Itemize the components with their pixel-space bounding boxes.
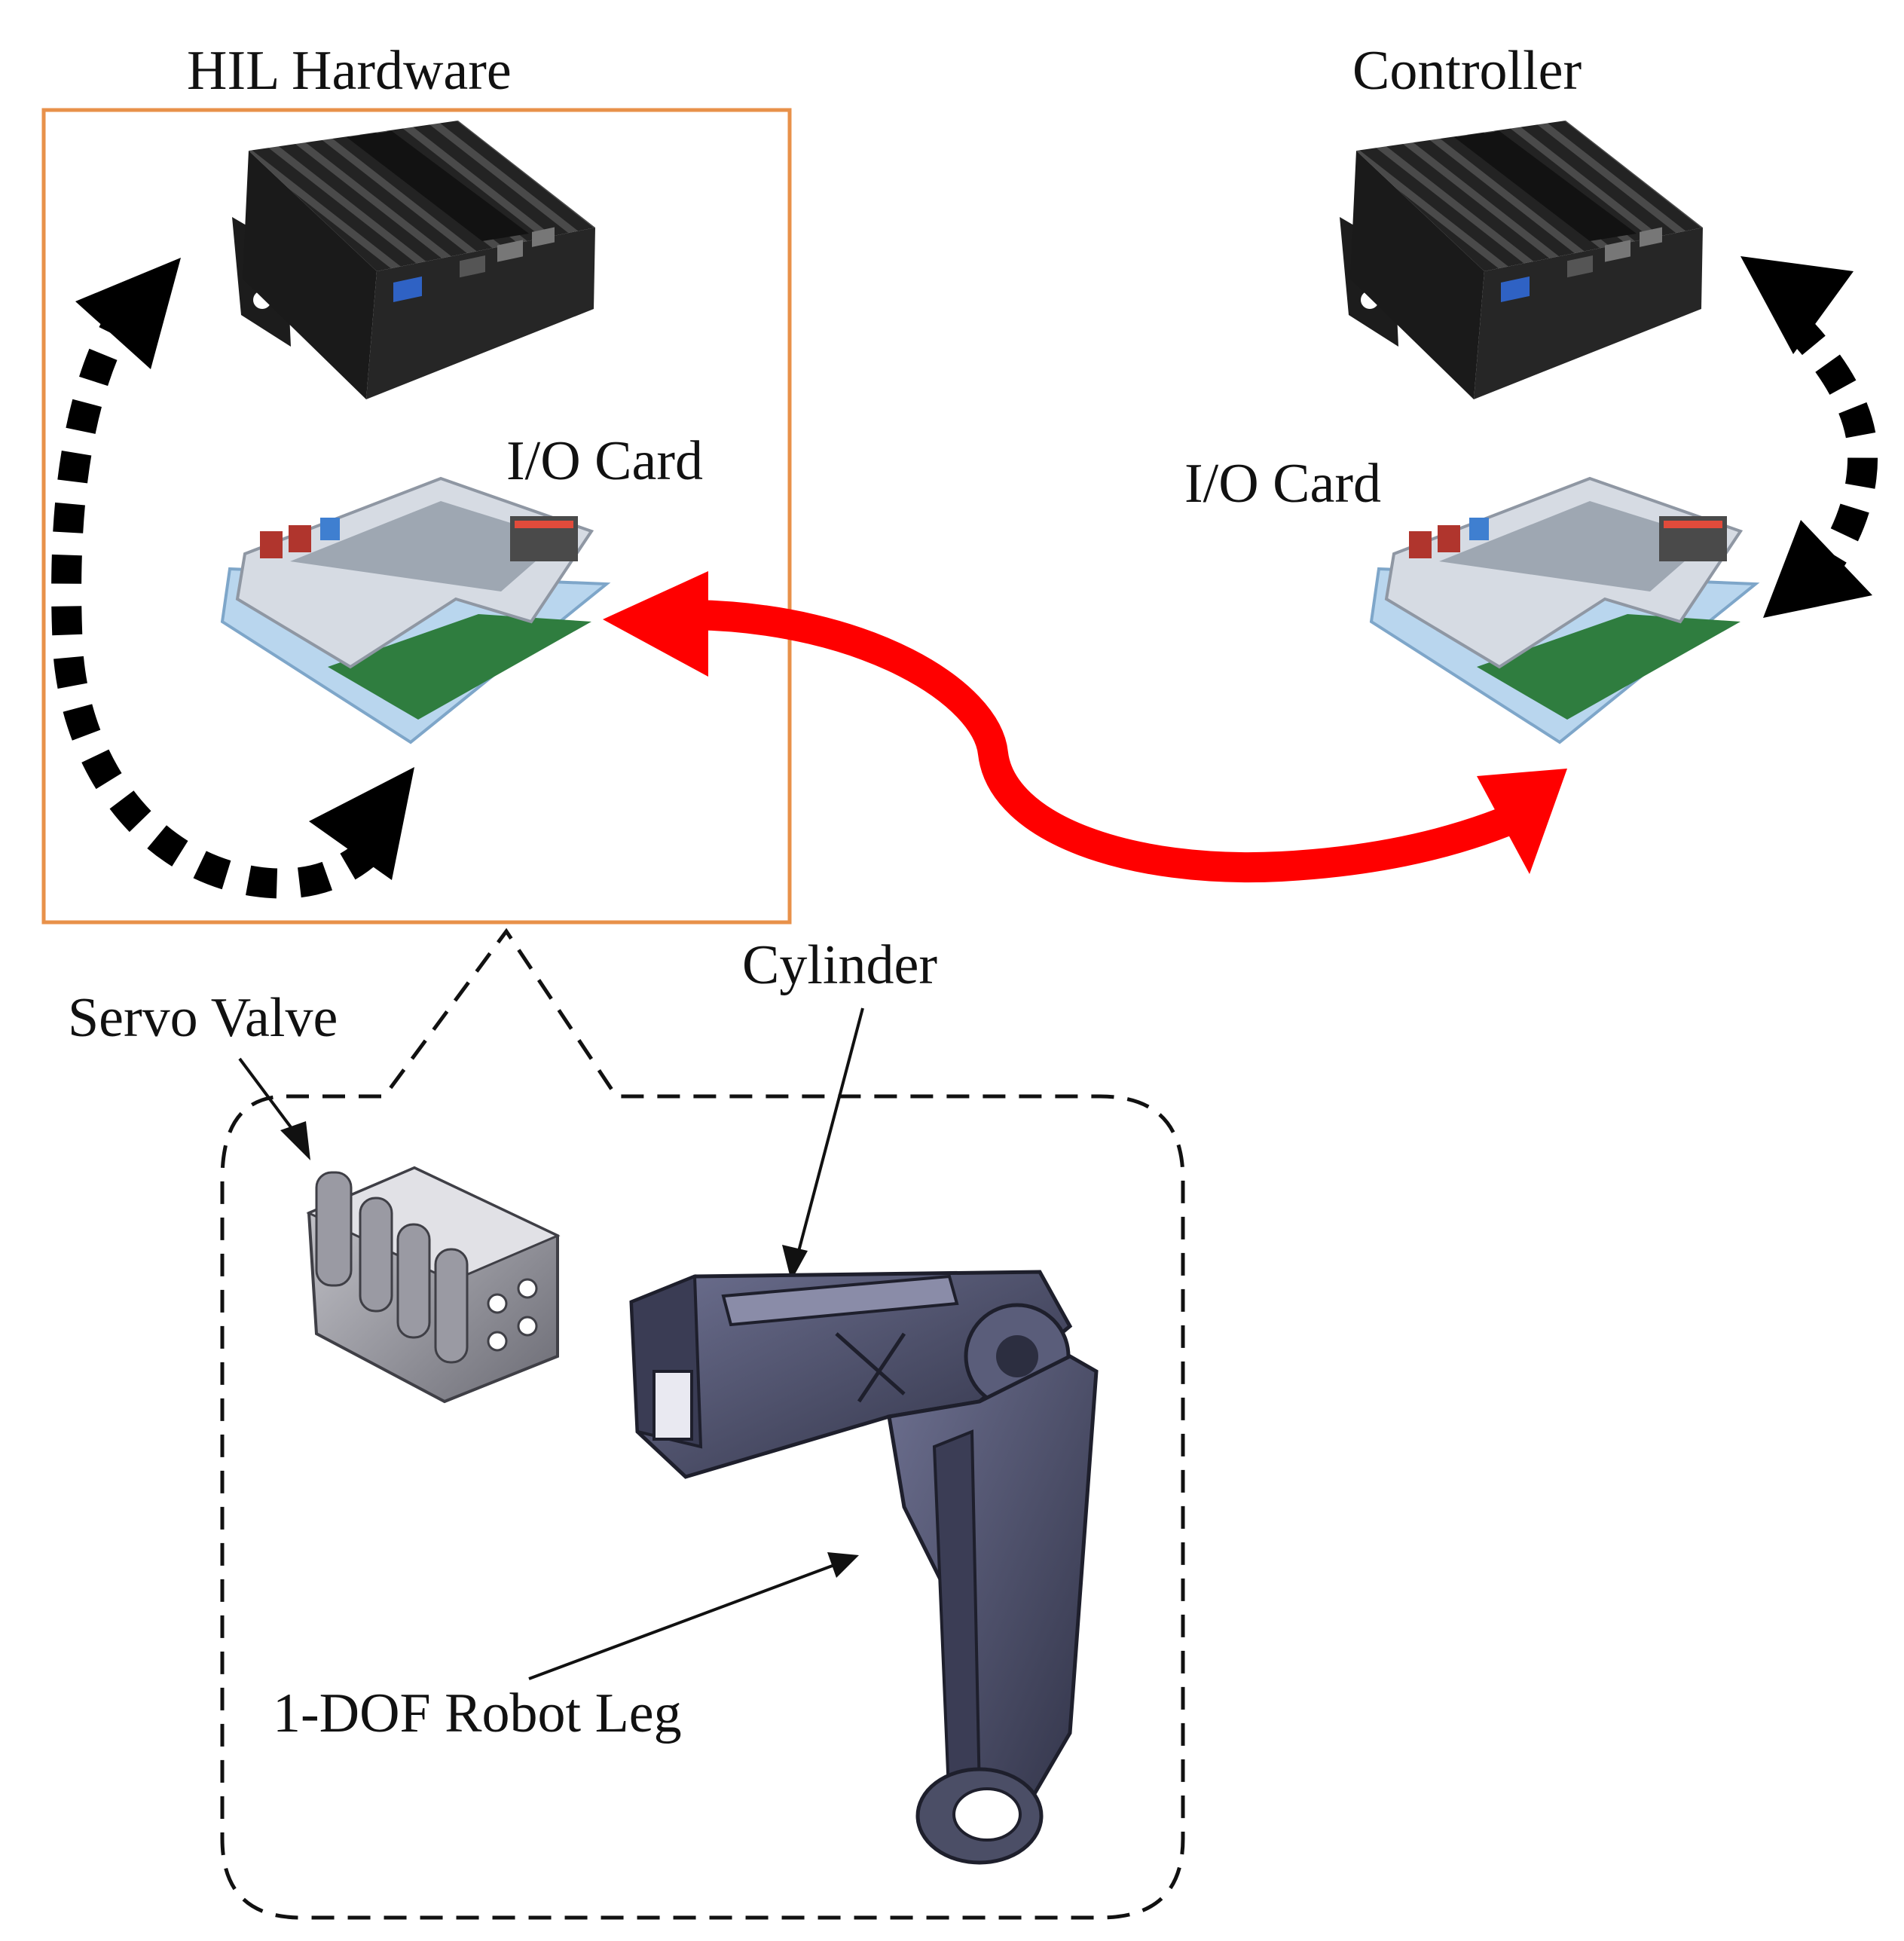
servo-valve-label: Servo Valve [68, 987, 338, 1049]
plant-callout-bubble [220, 928, 1185, 1920]
cylinder-label: Cylinder [742, 934, 937, 996]
io-card-right-label: I/O Card [1184, 453, 1381, 515]
cylinder-pointer [782, 1007, 864, 1281]
io-card-icon [1369, 476, 1760, 744]
hil-hardware-box [41, 108, 792, 925]
left-loop-arrowhead-top [75, 258, 181, 369]
embedded-pc-icon [1340, 121, 1703, 399]
io-link-arrow [678, 600, 1552, 883]
right-loop-arrowhead-bottom [1763, 520, 1872, 618]
servo-valve-icon [306, 1166, 561, 1404]
controller-label: Controller [1352, 40, 1582, 102]
robot-leg-icon [629, 1270, 1099, 1865]
left-loop-arrowhead-bottom [309, 767, 414, 880]
servo-valve-pointer [238, 1057, 310, 1160]
right-loop-arrowhead-top [1740, 256, 1854, 354]
io-link-arrowhead-right [1477, 769, 1567, 874]
robot-leg-label: 1-DOF Robot Leg [273, 1683, 682, 1744]
io-card-left-label: I/O Card [506, 430, 703, 492]
io-card-icon [220, 476, 611, 744]
left-loop-arrow [51, 301, 388, 899]
embedded-pc-icon [232, 121, 595, 399]
io-link-arrowhead-left [603, 571, 708, 677]
hil-hardware-label: HIL Hardware [187, 40, 512, 102]
robot-leg-pointer [528, 1552, 859, 1680]
